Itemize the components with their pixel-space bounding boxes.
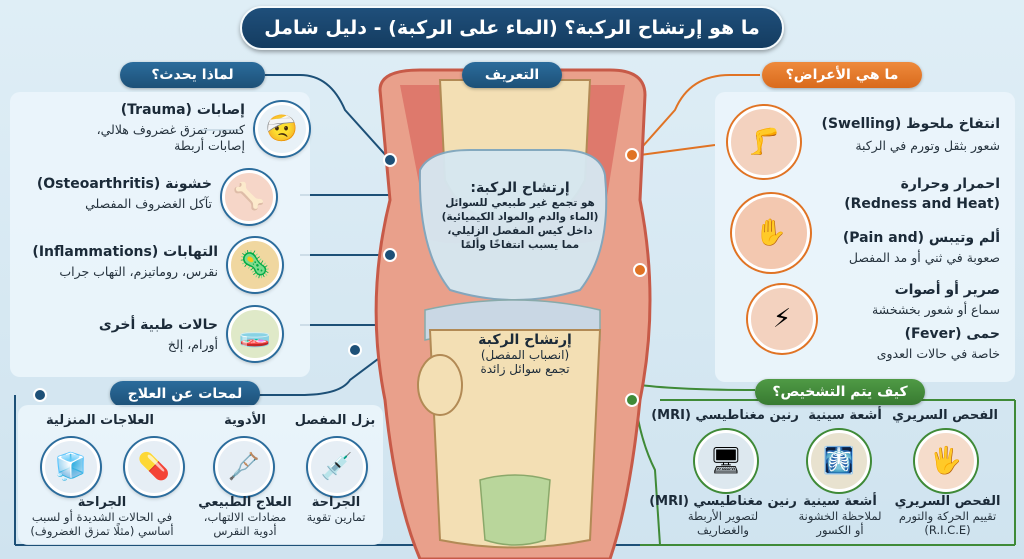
pain-icon: ✋ — [732, 194, 810, 272]
ice-icon: 🧊 — [42, 438, 100, 496]
definition-box: إرتشاح الركبة: هو تجمع غير طبيعي للسوائل… — [440, 180, 600, 252]
definition-line: داخل كيس المفصل الزليلي، — [447, 225, 593, 237]
cause-item: 🧫 حالات طبية أخرى أورام، إلخ — [10, 305, 310, 365]
effusion-label: إرتشاح الركبة (انصباب المفصل) تجمع سوائل… — [450, 332, 600, 376]
treatment-item: الجراحة في الحالات الشديدة أو لسبب أساسي… — [22, 495, 182, 538]
joint-icon: 🦴 — [222, 170, 276, 224]
treatment-title: العلاج الطبيعي — [198, 495, 292, 510]
cause-title: حالات طبية أخرى — [98, 317, 218, 333]
symptom-desc: صعوبة في ثني أو مد المفصل — [848, 250, 1000, 265]
symptom-desc: سماع أو شعور بخشخشة — [871, 302, 1000, 317]
diagnosis-desc: لتصوير الأربطة — [687, 509, 759, 523]
cause-item: 🦠 التهابات (Inflammations) نقرس، روماتيز… — [10, 236, 310, 296]
definition-heading: التعريف — [462, 62, 562, 88]
syringe-icon: 💉 — [308, 438, 366, 496]
inflammation-icon: 🦠 — [228, 238, 282, 292]
xray-icon: 🩻 — [808, 430, 870, 492]
treatment-top-label: الأدوية — [224, 413, 266, 428]
symptom-title: احمرار وحرارة — [900, 176, 1000, 192]
cause-desc: إصابات أربطة — [174, 138, 245, 153]
treatment-item: الجراحة تمارين تقوية — [290, 495, 382, 524]
symptom-title: حمى (Fever) — [904, 326, 1000, 342]
bacteria-icon: 🧫 — [228, 307, 282, 361]
crepitus-icon: ⚡ — [748, 285, 816, 353]
diagnosis-top-label: أشعة سينية — [808, 408, 882, 423]
cause-title: إصابات (Trauma) — [120, 102, 245, 118]
diagnosis-top-label: رنين مغناطيسي (MRI) — [651, 408, 799, 423]
cause-title: التهابات (Inflammations) — [32, 244, 218, 260]
causes-heading: لماذا يحدث؟ — [120, 62, 265, 88]
cause-title: خشونة (Osteoarthritis) — [36, 176, 212, 192]
symptom-desc: خاصة في حالات العدوى — [876, 346, 1000, 361]
cause-desc: كسور، تمزق غضروف هلالي، — [96, 122, 245, 137]
injury-icon: 🤕 — [255, 102, 309, 156]
effusion-label-line: (انصباب المفصل) — [480, 348, 570, 362]
page-title: ما هو إرتشاح الركبة؟ (الماء على الركبة) … — [240, 6, 784, 50]
effusion-label-line: تجمع سوائل زائدة — [480, 362, 570, 376]
diagnosis-heading: كيف يتم التشخيص؟ — [755, 379, 925, 405]
treatment-top-label: العلاجات المنزلية — [46, 413, 154, 428]
treatment-title: الجراحة — [311, 495, 361, 510]
treatment-heading: لمحات عن العلاج — [110, 381, 260, 407]
cause-desc: نقرس، روماتيزم، التهاب جراب — [59, 264, 218, 279]
definition-line: (الماء والدم والمواد الكيميائية) — [441, 211, 599, 223]
symptom-title: صرير أو أصوات — [894, 282, 1000, 298]
diagnosis-desc: تقييم الحركة والتورم — [898, 509, 997, 523]
treatment-desc: في الحالات الشديدة أو لسبب — [31, 510, 173, 524]
symptom-desc: (Redness and Heat) — [844, 196, 1000, 212]
diagnosis-desc: والغضاريف — [697, 523, 749, 537]
symptom-desc: شعور بثقل وتورم في الركبة — [855, 138, 1000, 153]
cause-desc: أورام، إلخ — [167, 337, 218, 352]
treatment-desc: مضادات الالتهاب، — [203, 510, 287, 524]
symptom-title: انتفاخ ملحوظ (Swelling) — [821, 116, 1000, 132]
diagnosis-desc: (R.I.C.E) — [924, 523, 971, 537]
diagnosis-top-label: الفحص السريري — [892, 408, 998, 423]
treatment-desc: تمارين تقوية — [306, 510, 366, 524]
cause-desc: تآكل الغضروف المفصلي — [85, 196, 212, 211]
diagnosis-item: الفحص السريري تقييم الحركة والتورم (R.I.… — [885, 494, 1010, 537]
diagnosis-title: الفحص السريري — [894, 494, 1001, 509]
diagnosis-desc: لملاحظة الخشونة — [798, 509, 882, 523]
effusion-label-title: إرتشاح الركبة — [478, 332, 572, 348]
swelling-icon: 🦵 — [728, 106, 800, 178]
symptoms-heading: ما هي الأعراض؟ — [762, 62, 922, 88]
hand-icon: 🖐 — [915, 430, 977, 492]
cause-item: 🦴 خشونة (Osteoarthritis) تآكل الغضروف ال… — [10, 168, 310, 228]
treatment-item: العلاج الطبيعي مضادات الالتهاب، أدوية ال… — [190, 495, 300, 538]
treatment-top-label: بزل المفصل — [294, 413, 376, 428]
diagnosis-title: أشعة سينية — [803, 494, 877, 509]
pills-icon: 💊 — [125, 438, 183, 496]
mri-icon: 🖥 — [695, 430, 757, 492]
treatment-title: الجراحة — [77, 495, 127, 510]
treatment-desc: أدوية النقرس — [213, 524, 277, 538]
crutches-icon: 🩼 — [215, 438, 273, 496]
diagnosis-item: أشعة سينية لملاحظة الخشونة أو الكسور — [790, 494, 890, 537]
diagnosis-title: رنين مغناطيسي (MRI) — [649, 494, 797, 509]
definition-line: هو تجمع غير طبيعي للسوائل — [445, 197, 595, 209]
cause-item: 🤕 إصابات (Trauma) كسور، تمزق غضروف هلالي… — [10, 100, 310, 164]
definition-line: مما يسبب انتفاخًا وألمًا — [460, 239, 580, 251]
symptom-title: ألم وتيبس (Pain and) — [842, 230, 1000, 246]
definition-title: إرتشاح الركبة: — [470, 180, 570, 196]
diagnosis-item: رنين مغناطيسي (MRI) لتصوير الأربطة والغض… — [648, 494, 798, 537]
treatment-desc: أساسي (مثلًا تمزق الغضروف) — [30, 524, 174, 538]
diagnosis-desc: أو الكسور — [816, 523, 864, 537]
